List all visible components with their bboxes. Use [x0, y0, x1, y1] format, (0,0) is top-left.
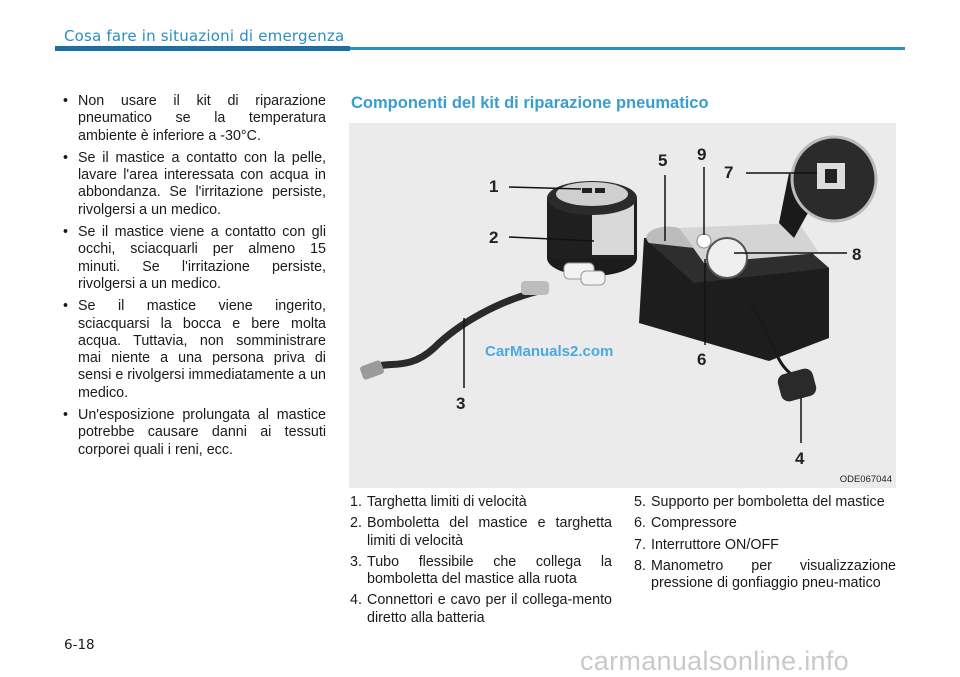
legend-list-right: 5. Supporto per bomboletta del mastice 6.…: [634, 494, 896, 596]
warning-item: Se il mastice viene ingerito, sciacquars…: [62, 298, 326, 402]
legend-text: Connettori e cavo per il collega-mento d…: [367, 592, 612, 626]
callout-3: 3: [456, 394, 466, 413]
legend-text: Tubo flessibile che collega la bombolett…: [367, 553, 612, 588]
legend-item: 7. Interruttore ON/OFF: [634, 537, 896, 554]
legend-number: 4.: [350, 592, 362, 609]
callout-1: 1: [489, 177, 499, 196]
warning-item: Un'esposizione prolungata al mastice pot…: [62, 407, 326, 459]
header-rule: [55, 47, 905, 50]
legend-item: 5. Supporto per bomboletta del mastice: [634, 494, 896, 511]
callout-5: 5: [658, 151, 668, 170]
figure-code: ODE067044: [839, 474, 892, 485]
legend-number: 2.: [350, 515, 362, 532]
warning-list: Non usare il kit di riparazione pneumati…: [62, 93, 326, 464]
legend-number: 1.: [350, 494, 362, 510]
legend-text: Bomboletta del mastice e targhetta limit…: [367, 515, 612, 549]
header-title: Cosa fare in situazioni di emergenza: [64, 27, 345, 45]
legend-number: 8.: [634, 557, 646, 574]
kit-drawing: [360, 135, 878, 443]
legend-item: 8. Manometro per visualizzazione pression…: [634, 558, 896, 593]
legend-text: Targhetta limiti di velocità: [367, 494, 527, 510]
legend-list-left: 1. Targhetta limiti di velocità 2. Bombole…: [350, 494, 612, 631]
header-rule-accent: [55, 46, 350, 51]
section-title: Componenti del kit di riparazione pneuma…: [351, 94, 709, 112]
page-number: 6-18: [64, 637, 95, 653]
legend-text: Supporto per bomboletta del mastice: [651, 494, 885, 510]
callout-4: 4: [795, 449, 805, 468]
legend-item: 4. Connettori e cavo per il collega-mento…: [350, 592, 612, 627]
figure-watermark: CarManuals2.com: [485, 343, 614, 360]
legend-text: Interruttore ON/OFF: [651, 536, 779, 553]
kit-illustration: 1 2 3 4 5 6 7 8 9 CarManuals2.com ODE067…: [349, 123, 896, 488]
callout-6: 6: [697, 350, 707, 369]
callout-7: 7: [724, 163, 734, 182]
legend-number: 3.: [350, 553, 362, 570]
legend-number: 6.: [634, 515, 646, 532]
warning-item: Se il mastice viene a contatto con gli o…: [62, 224, 326, 293]
legend-item: 3. Tubo flessibile che collega la bombole…: [350, 554, 612, 589]
warning-item: Non usare il kit di riparazione pneumati…: [62, 93, 326, 145]
legend-text: Compressore: [651, 515, 737, 532]
legend-number: 7.: [634, 536, 646, 553]
callout-2: 2: [489, 228, 499, 247]
legend-number: 5.: [634, 494, 646, 510]
legend-item: 2. Bomboletta del mastice e targhetta lim…: [350, 515, 612, 550]
legend-item: 1. Targhetta limiti di velocità: [350, 494, 612, 511]
callout-9: 9: [697, 145, 707, 164]
legend-item: 6. Compressore: [634, 515, 896, 532]
callout-8: 8: [852, 245, 862, 264]
legend-text: Manometro per visualizzazione pressione …: [651, 557, 896, 592]
warning-item: Se il mastice a contatto con la pelle, l…: [62, 150, 326, 219]
site-watermark: carmanualsonline.info: [580, 646, 849, 676]
